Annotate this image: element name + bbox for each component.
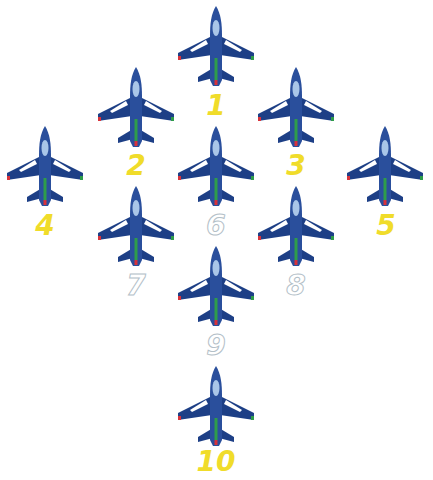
callout-number: 2 [126, 152, 145, 180]
callout-number: 4 [35, 212, 54, 240]
callout-number: 1 [206, 92, 225, 120]
callout-number: 5 [376, 212, 395, 240]
callout-number: 9 [206, 332, 225, 360]
callout-number: 8 [286, 272, 305, 300]
callout-number: 3 [286, 152, 305, 180]
callout-number: 7 [126, 272, 145, 300]
callout-number: 10 [197, 448, 236, 476]
callout-number: 6 [206, 212, 225, 240]
